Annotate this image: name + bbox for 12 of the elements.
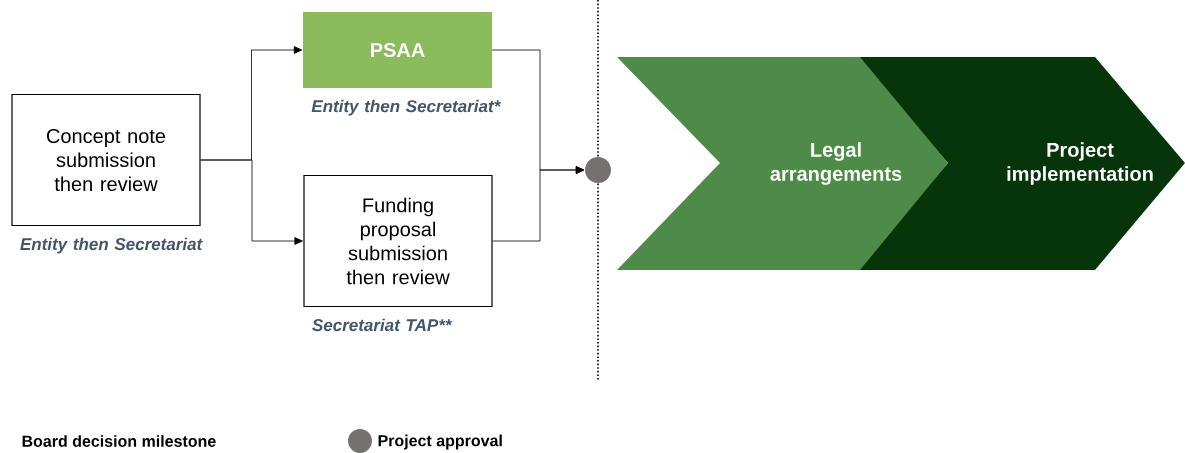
process-box: PSAA	[303, 12, 492, 88]
role-note: Secretariat TAP**	[312, 318, 453, 332]
arrow	[492, 166, 585, 242]
milestone-circle	[585, 157, 611, 183]
stage-band: Legal arrangements	[617, 57, 948, 270]
process-box: Funding proposal submission then review	[303, 174, 493, 308]
process-box: Concept note submission then review	[11, 93, 201, 227]
legend-text: Project approval	[378, 434, 502, 450]
role-note: Entity then Secretariat*	[311, 99, 501, 116]
role-note: Entity then Secretariat	[20, 237, 203, 254]
legend-heading: Board decision milestone	[22, 435, 216, 447]
arrow	[200, 159, 303, 245]
